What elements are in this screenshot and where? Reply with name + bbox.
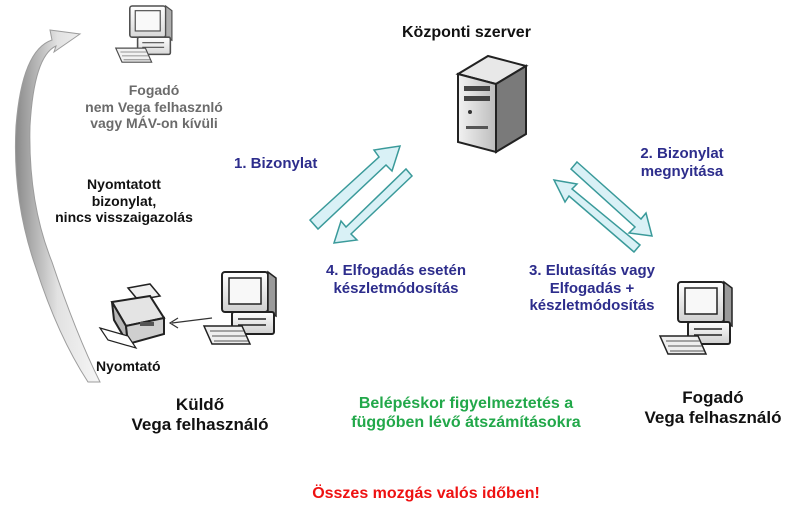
printer-label: Nyomtató (96, 358, 161, 374)
step3-label: 3. Elutasítás vagy Elfogadás + készletmó… (494, 262, 690, 315)
step2-line-1: 2. Bizonylat (640, 145, 724, 162)
printed-doc-line-2: bizonylat, (91, 192, 157, 209)
arrow-step2-to-receiver (569, 160, 654, 237)
login-warning-note: Belépéskor figyelmeztetés a függőben lév… (318, 395, 614, 433)
printer-icon (98, 283, 166, 350)
arrow-step4-to-sender (332, 167, 414, 244)
step1-label: 1. Bizonylat (234, 155, 318, 172)
print-return-arrow (14, 29, 101, 383)
sender-label: Küldő Vega felhasználó (110, 395, 290, 435)
step4-line-2: készletmódosítás (333, 279, 459, 297)
printed-doc-line-3: nincs visszaigazolás (55, 209, 193, 226)
login-warning-line-1: Belépéskor figyelmeztetés a (358, 395, 574, 412)
realtime-note: Összes mozgás valós időben! (312, 485, 540, 502)
server-title: Központi szerver (402, 24, 531, 41)
external-receiver-computer-icon (114, 5, 173, 63)
step2-line-2: megnyitása (640, 162, 724, 180)
printed-document-label: Nyomtatott bizonylat, nincs visszaigazol… (44, 176, 204, 226)
step4-line-1: 4. Elfogadás esetén (325, 262, 467, 279)
sender-computer-icon (203, 271, 277, 345)
sender-line-1: Küldő (175, 395, 225, 414)
printed-doc-line-1: Nyomtatott (87, 176, 161, 192)
printer-connector-arrow (168, 317, 213, 329)
arrow-step1-to-server (308, 145, 402, 231)
login-warning-line-2: függőben lévő átszámításokra (351, 413, 581, 431)
central-server-icon (455, 54, 529, 154)
receiver-line-1: Fogadó (682, 388, 744, 407)
external-receiver-line-1: Fogadó (128, 82, 180, 98)
step4-label: 4. Elfogadás esetén készletmódosítás (296, 262, 496, 297)
arrow-step3-to-server (552, 179, 642, 254)
step3-line-1: 3. Elutasítás vagy (529, 262, 655, 279)
receiver-label: Fogadó Vega felhasználó (620, 388, 806, 428)
sender-line-2: Vega felhasználó (131, 415, 269, 435)
external-receiver-line-3: vagy MÁV-on kívüli (90, 115, 218, 132)
external-receiver-line-2: nem Vega felhasznló (85, 98, 223, 115)
step3-line-2: Elfogadás + (549, 279, 635, 297)
step2-label: 2. Bizonylat megnyitása (604, 145, 760, 180)
receiver-line-2: Vega felhasználó (644, 408, 782, 428)
step3-line-3: készletmódosítás (529, 297, 655, 315)
external-receiver-label: Fogadó nem Vega felhasznló vagy MÁV-on k… (64, 82, 244, 132)
